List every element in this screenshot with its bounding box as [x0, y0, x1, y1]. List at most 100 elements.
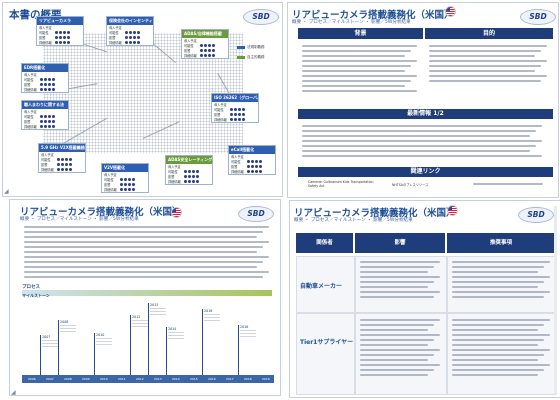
timeline-year: 2007	[46, 377, 54, 381]
sbd-logo: SBD	[238, 206, 274, 222]
timeline-year: 2006	[28, 377, 36, 381]
regulation-card[interactable]: 5.9 GHz V2X搭載義務導入予定可能性影響詳細情報	[38, 143, 86, 173]
regulation-card-row: 導入予定	[39, 26, 52, 30]
regulation-card-row: 詳細情報	[22, 124, 68, 129]
milestone-marker[interactable]	[40, 335, 41, 375]
blurred-text-line	[302, 85, 405, 87]
rating-dot-icon	[129, 41, 132, 44]
regulation-card-title: ADAS/自律機能搭載	[182, 30, 228, 38]
milestone-marker[interactable]	[94, 333, 95, 375]
resize-handle-icon[interactable]: ◢	[4, 188, 9, 195]
blurred-text-line	[132, 323, 148, 324]
blurred-text-line	[452, 339, 544, 341]
rating-dot-icon	[242, 118, 245, 121]
regulation-card[interactable]: V2V搭載化導入予定可能性影響詳細情報	[101, 163, 149, 193]
rating-dot-icon	[48, 88, 51, 91]
rating-dot-icon	[120, 178, 123, 181]
timeline-year: 2013	[154, 377, 162, 381]
milestone-marker[interactable]	[202, 309, 203, 375]
breadcrumb[interactable]: 概要 ・ プロセス／マイルストーン ・ 影響／5W分析結果	[294, 218, 413, 223]
rating-dot-icon	[192, 175, 195, 178]
rating-dot-icon	[247, 160, 250, 163]
blurred-text-line	[168, 335, 184, 336]
rating-dot-icon	[188, 170, 191, 173]
regulation-card-title: 5.9 GHz V2X搭載義務	[39, 144, 85, 152]
regulation-card[interactable]: eCall搭載化導入予定可能性影響詳細情報	[228, 145, 276, 175]
rating-dot-icon	[61, 163, 64, 166]
rating-dot-icon	[259, 160, 262, 163]
milestone-marker[interactable]	[130, 315, 131, 375]
blurred-text-line	[429, 65, 541, 67]
timeline-bar	[22, 375, 274, 383]
regulation-card-row: 導入予定	[231, 155, 244, 159]
milestone-label: 2010	[96, 333, 105, 337]
blurred-text-line	[96, 341, 112, 342]
milestone-marker[interactable]	[166, 327, 167, 375]
regulation-card-row: 影響	[212, 112, 258, 117]
breadcrumb[interactable]: 概要 ・ プロセス／マイルストーン ・ 影響／5W分析結果	[292, 20, 411, 25]
regulation-card[interactable]: 職人まわりに関する法導入予定可能性影響詳細情報	[21, 100, 69, 130]
regulation-card-row: 導入予定	[104, 173, 117, 177]
related-link-2[interactable]: NHTSAのプレスリリース	[392, 183, 429, 187]
rating-dot-icon	[196, 175, 199, 178]
related-link-1[interactable]: Cameron Gulbransen Kids Transportation S…	[308, 180, 374, 188]
regulation-card-row: 可能性	[229, 159, 275, 164]
milestone-marker[interactable]	[238, 325, 239, 375]
blurred-text-line	[240, 333, 256, 334]
milestone-label: マイルストーン	[22, 293, 50, 298]
rating-dot-icon	[259, 165, 262, 168]
blurred-text-line	[60, 331, 76, 332]
rating-dot-icon	[129, 31, 132, 34]
regulation-card[interactable]: ADAS/自律機能搭載導入予定可能性影響詳細情報	[181, 29, 229, 59]
blurred-text-line	[302, 135, 530, 137]
resize-handle-icon[interactable]: ◢	[11, 389, 16, 396]
rating-dot-icon	[65, 168, 68, 171]
regulation-card[interactable]: 保険会社のインセンティブ導入予定可能性影響詳細情報	[106, 16, 154, 46]
row-tier1-supplier: Tier1サプライヤー	[300, 339, 354, 346]
rating-dot-icon	[234, 108, 237, 111]
blurred-text-line	[150, 308, 166, 309]
process-bar	[22, 290, 272, 296]
breadcrumb[interactable]: 概要 ・ プロセス／マイルストーン ・ 影響／5W分析結果	[20, 217, 139, 222]
rating-dot-icon	[44, 78, 47, 81]
sbd-logo: SBD	[243, 9, 279, 25]
process-label: プロセス	[22, 285, 40, 290]
regulation-card[interactable]: ADAS安全レーティング導入予定可能性影響詳細情報	[165, 155, 213, 185]
rating-dot-icon	[40, 88, 43, 91]
regulation-card[interactable]: リアビューカメラ導入予定可能性影響詳細情報	[36, 16, 84, 46]
rating-dot-icon	[69, 163, 72, 166]
rating-dot-icon	[52, 88, 55, 91]
rating-dot-icon	[184, 175, 187, 178]
blurred-text-line	[360, 344, 428, 346]
blurred-text-line	[452, 286, 538, 288]
scrollbar[interactable]	[554, 206, 557, 394]
related-links-header: 関連リンク	[298, 167, 553, 177]
rating-dot-icon	[212, 44, 215, 47]
rating-dot-icon	[212, 49, 215, 52]
blurred-text-line	[452, 276, 550, 278]
legend-label-voluntary: 自主的義務	[247, 55, 265, 59]
regulation-card-row: 導入予定	[24, 73, 37, 77]
blurred-text-line	[360, 334, 440, 336]
milestone-marker[interactable]	[58, 320, 59, 375]
rating-dot-icon	[57, 163, 60, 166]
blurred-text-line	[302, 145, 536, 147]
blurred-text-line	[452, 329, 538, 331]
rating-dot-icon	[238, 118, 241, 121]
regulation-card-row: 詳細情報	[37, 40, 83, 45]
rating-dot-icon	[40, 78, 43, 81]
regulation-card-row: 影響	[166, 174, 212, 179]
rating-dot-icon	[48, 83, 51, 86]
rating-dot-icon	[251, 160, 254, 163]
regulation-card[interactable]: EDR搭載化導入予定可能性影響詳細情報	[21, 63, 69, 93]
milestone-marker[interactable]	[148, 303, 149, 375]
timeline-year: 2009	[82, 377, 90, 381]
blurred-text-line	[360, 354, 434, 356]
regulation-card-row: 影響	[37, 35, 83, 40]
blurred-text-line	[452, 319, 550, 321]
rating-dot-icon	[40, 125, 43, 128]
regulation-card-row: 詳細情報	[182, 53, 228, 58]
regulation-card-row: 可能性	[182, 43, 228, 48]
regulation-card-title: EDR搭載化	[22, 64, 68, 72]
